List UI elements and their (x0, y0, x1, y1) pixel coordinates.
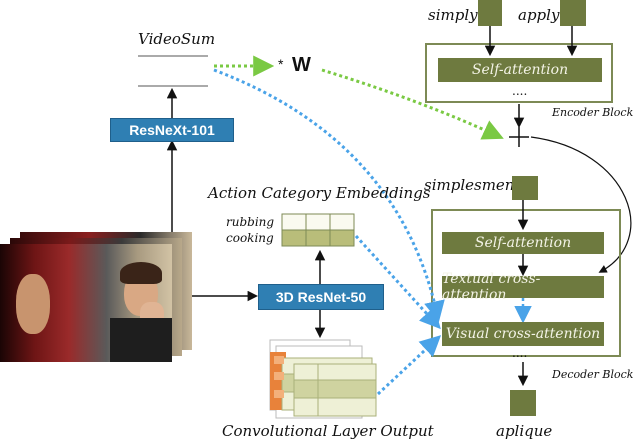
arrow-weight-to-sum (321, 68, 504, 140)
arrow-conv-to-visual-cross (376, 335, 442, 396)
resnext-box: ResNeXt-101 (110, 118, 234, 142)
encoder-self-attention: Self-attention (438, 58, 602, 82)
decoder-block-label: Decoder Block (552, 368, 634, 381)
arrow-videosum-to-visual-cross (213, 68, 445, 323)
encoder-input-apply: apply (518, 6, 560, 24)
decoder-self-attention: Self-attention (442, 232, 604, 254)
person-left (16, 274, 50, 334)
person-body (110, 318, 172, 362)
encoder-dots: .... (512, 84, 528, 98)
decoder-visual-cross-attention: Visual cross-attention (442, 322, 604, 346)
token-simplesmente (512, 176, 538, 200)
encoder-block-border (425, 43, 613, 103)
arrow-encoder-to-textual-cross (530, 136, 632, 273)
weight-label: W (292, 54, 311, 76)
decoder-block-border (431, 209, 621, 357)
conv-output-stack (269, 339, 377, 419)
category-cooking: cooking (226, 231, 274, 245)
embedding-table (281, 213, 355, 247)
person-hair (120, 262, 162, 284)
resnet3d-box: 3D ResNet-50 (258, 284, 384, 310)
decoder-input-word: simplesmente (424, 176, 530, 194)
weight-star: * (278, 56, 284, 72)
decoder-output-word: aplique (496, 422, 553, 440)
sum-cross-icon (509, 127, 529, 147)
videosum-title: VideoSum (138, 30, 216, 48)
encoder-input-simply: simply (428, 6, 478, 24)
video-frame-front (0, 244, 172, 362)
arrow-embeddings-to-visual-cross (354, 234, 441, 330)
token-simply (478, 0, 502, 26)
action-embeddings-title: Action Category Embeddings (208, 184, 431, 202)
encoder-block-label: Encoder Block (552, 106, 634, 119)
token-aplique (510, 390, 536, 416)
conv-output-title: Convolutional Layer Output (222, 422, 434, 440)
decoder-dots: .... (512, 346, 528, 360)
category-rubbing: rubbing (226, 215, 275, 229)
decoder-textual-cross-attention: Textual cross-attention (442, 271, 604, 303)
token-apply (560, 0, 586, 26)
